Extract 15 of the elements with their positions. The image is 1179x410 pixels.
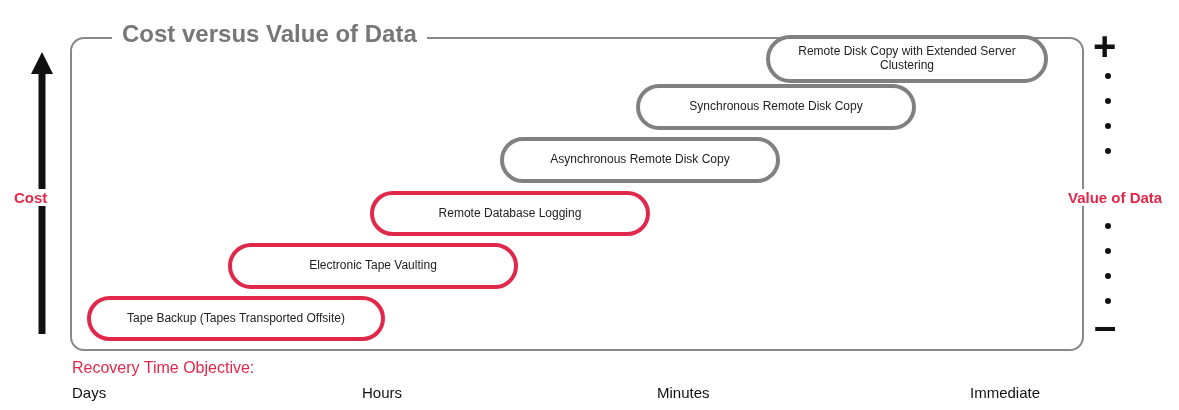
tick-label: Hours xyxy=(362,385,402,400)
rounded-box: Tape Backup (Tapes Transported Offsite) xyxy=(87,296,385,341)
rounded-box: Synchronous Remote Disk Copy xyxy=(636,84,916,130)
axis-label: Cost xyxy=(12,189,50,206)
plus-sign: + xyxy=(1093,26,1117,66)
axis-label: Recovery Time Objective: xyxy=(72,360,255,376)
rounded-box: Electronic Tape Vaulting xyxy=(228,243,518,289)
rounded-box: Asynchronous Remote Disk Copy xyxy=(500,137,780,183)
tick-label: Immediate xyxy=(970,385,1041,400)
rounded-box: Remote Disk Copy with Extended Server Clustering xyxy=(766,35,1048,83)
minus-sign: – xyxy=(1094,306,1117,346)
tick-label: Minutes xyxy=(657,385,710,400)
axis-label: Value of Data xyxy=(1066,189,1165,206)
rounded-box: Remote Database Logging xyxy=(370,191,650,236)
tick-label: Days xyxy=(72,385,107,400)
